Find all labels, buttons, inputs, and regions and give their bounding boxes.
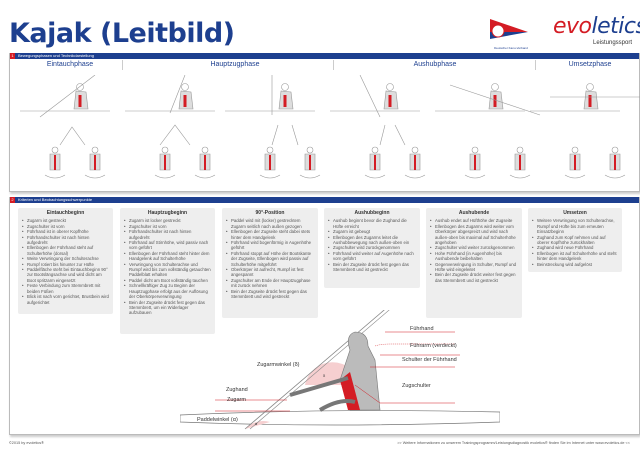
page-title: Kajak (Leitbild) — [9, 18, 235, 49]
label-paddelwinkel: Paddelwinkel (α) — [197, 417, 238, 423]
box-title: Hauptzugbeginn — [147, 210, 188, 216]
criteria-aushubende: Aushubende Aushub endet auf Hüfthöhe der… — [426, 208, 522, 318]
list-item: Blick ist nach vorn gerichtet, Brustbein… — [22, 294, 109, 305]
list-item: Zughand zum Kopf nehmen und auf oberer K… — [532, 235, 618, 246]
list-item: Zughand wird neue Führhand — [532, 245, 618, 251]
label-fuehrarm: Führarm (verdeckt) — [410, 343, 457, 349]
delta-symbol: δ — [323, 373, 326, 378]
list-item: Ellenbogen der Führhand steht auf Schult… — [22, 245, 109, 256]
list-item: Paddelfläche steht bei Eintauchbeginn 90… — [22, 267, 109, 283]
box-title: Aushubbeginn — [354, 210, 390, 216]
list-item: Ellenbogen des Zugarms leitet die Aushub… — [328, 235, 416, 246]
label-zugschulter: Zugschulter — [402, 383, 431, 389]
list-item: Führhand wird bogenförmig in Augenhöhe g… — [226, 240, 314, 251]
list-item: Führhand stoppt auf Höhe der Bootskante … — [226, 251, 314, 267]
phase-aushub: Aushubphase — [413, 61, 457, 68]
alpha-symbol: α — [255, 421, 258, 426]
brand-subtitle: Leistungssport — [593, 40, 633, 46]
list-item: Bein der Zugseite drückt weiter fest geg… — [430, 272, 518, 283]
list-item: Aushub beginnt bevor die Zughand die Hüf… — [328, 218, 416, 229]
list-item: Zugarm ist locker gestreckt — [124, 218, 211, 224]
section-number: 2 — [10, 197, 15, 203]
logo-ev: evo — [553, 14, 592, 39]
dkv-logo — [490, 19, 528, 39]
list-item: Weitere Verwringung von Schulterachse, R… — [532, 218, 618, 234]
label-fuehrhand: Führhand — [410, 326, 434, 332]
list-item: Feste Verbindung zum Stemmbrett mit beid… — [22, 283, 109, 294]
criteria-90-position: 90°-Position Paddel wird mit (locker) ge… — [222, 208, 318, 318]
label-zugarmwinkel: Zugarmwinkel (δ) — [257, 362, 300, 368]
list-item: Ellenbogen der Führhand steht hinter dem… — [124, 251, 211, 262]
list-item: Paddel dicht am Boot vollständig tauchen — [124, 278, 211, 284]
list-item: Führhandschulter ist nach hinten aufgedr… — [22, 235, 109, 246]
phase-hauptzug: Hauptzugphase — [210, 61, 260, 68]
list-item: Führhandschulter ist nach hinten aufgedr… — [124, 229, 211, 240]
section-number: 1 — [10, 53, 15, 59]
label-zughand: Zughand — [226, 387, 248, 393]
box-title: 90°-Position — [255, 210, 285, 216]
label-schulter-fuehrhand: Schulter der Führhand — [402, 357, 457, 363]
technique-diagram: Führhand Führarm (verdeckt) Schulter der… — [180, 310, 500, 435]
box-title: Eintauchbeginn — [46, 210, 85, 216]
criteria-umsetzen: Umsetzen Weitere Verwringung von Schulte… — [528, 208, 622, 272]
box-title: Umsetzen — [563, 210, 587, 216]
list-item: Zugschulter wird weiter zurückgenommen — [430, 245, 518, 251]
list-item: Zugarm ist gebeugt — [328, 229, 416, 235]
list-item: Schnellkräftiger Zug zu Beginn der Haupt… — [124, 283, 211, 299]
list-item: Bein der Zugseite drückt fest gegen das … — [226, 289, 314, 300]
paddler-diagram-illustration — [180, 310, 500, 430]
list-item: Rumpf rotiert bis hinunter zur Hüfte — [22, 262, 109, 268]
list-item: Aushub endet auf Hüfthöhe der Zugseite — [430, 218, 518, 224]
divider — [333, 60, 334, 70]
list-item: Paddel wird mit (locker) gestrecktem Zug… — [226, 218, 314, 229]
divider — [535, 60, 536, 70]
list-item: Zugschulter am Ende der Hauptzugphase mi… — [226, 278, 314, 289]
evoletics-logo: evoletics® — [553, 14, 640, 39]
section-title: Kriterien und Beobachtungsschwerpunkte — [18, 197, 93, 202]
phase-eintauch: Eintauchphase — [46, 61, 94, 68]
list-item: Ellenbogen ist auf Schulterhöhe und steh… — [532, 251, 618, 262]
list-item: Bein der Zugseite drückt fest gegen das … — [124, 300, 211, 316]
phase-umsetz: Umsetzphase — [568, 61, 612, 68]
list-item: Führhand ist in oberer Kopfhöhe — [22, 229, 109, 235]
divider — [122, 60, 123, 70]
list-item: Weite Verwringung der Schulterachse — [22, 256, 109, 262]
list-item: Oberkörper ist aufrecht, Rumpf ist fest … — [226, 267, 314, 278]
list-item: Zugschulter ist vorn — [124, 224, 211, 230]
list-item: Zugschulter wird zurückgenommen — [328, 245, 416, 251]
list-item: Zugarm ist gestreckt — [22, 218, 109, 224]
list-item: Ellenbogen der Zugseite steht dabei stet… — [226, 229, 314, 240]
list-item: Gegenverwringung in Schulter, Rumpf und … — [430, 262, 518, 273]
list-item: Beinstreckung wird aufgelöst — [532, 262, 618, 268]
list-item: Bein der Zugseite drückt fest gegen das … — [328, 262, 416, 273]
list-item: Ellenbogen des Zugarms wird weiter vom O… — [430, 224, 518, 246]
criteria-eintauchbeginn: Eintauchbeginn Zugarm ist gestrecktZugsc… — [18, 208, 113, 314]
dkv-logo-text: Deutscher Kanu-Verband — [494, 46, 528, 50]
footer-info-link[interactable]: >> Weitere Informationen zu unserem Trai… — [397, 441, 630, 445]
list-item: Verwringung von Schulterachse und Rumpf … — [124, 262, 211, 278]
logo-rest: letics — [591, 14, 640, 39]
copyright: ©2015 by evoletics® — [9, 441, 44, 445]
criteria-hauptzugbeginn: Hauptzugbeginn Zugarm ist locker gestrec… — [120, 208, 215, 334]
criteria-aushubbeginn: Aushubbeginn Aushub beginnt bevor die Zu… — [324, 208, 420, 288]
list-item: Führhand auf Stirnhöhe, wird passiv nach… — [124, 240, 211, 251]
box-title: Aushubende — [458, 210, 490, 216]
label-zugarm: Zugarm — [227, 397, 246, 403]
list-item: Hohe Führhand (in Augenhöhe) bis Aushube… — [430, 251, 518, 262]
list-item: Zugschulter ist vorn — [22, 224, 109, 230]
list-item: Führhand wird weiter auf Augenhöhe nach … — [328, 251, 416, 262]
paddler-sequence-illustration — [20, 75, 640, 179]
section-title: Bewegungsphasen und Technikdarstellung — [18, 53, 94, 58]
